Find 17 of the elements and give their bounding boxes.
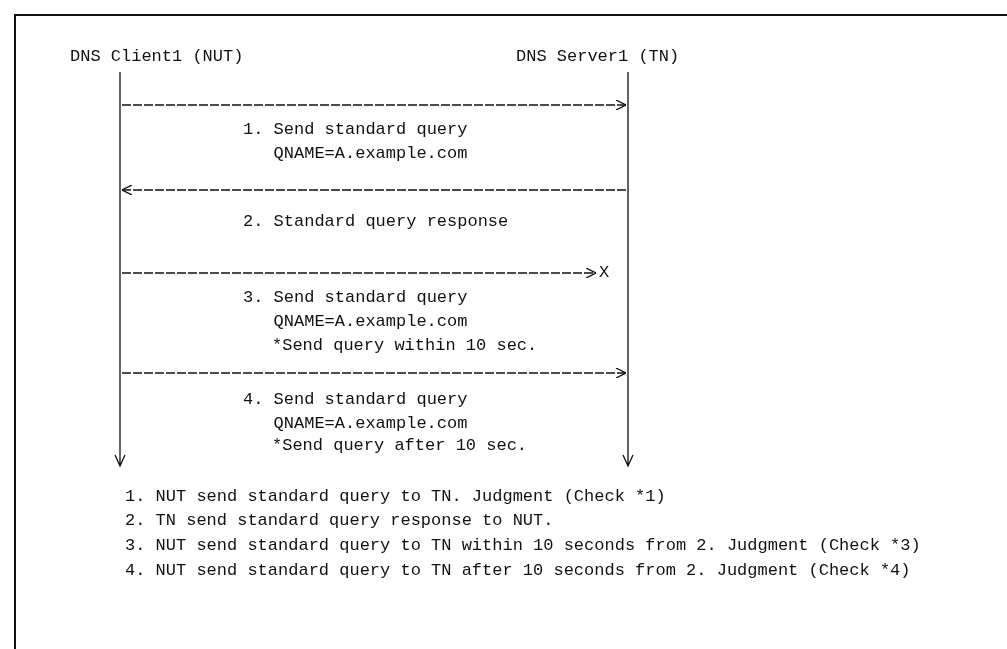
- step-description: 1. NUT send standard query to TN. Judgment (Check *1): [125, 486, 666, 508]
- participant-label: DNS Client1 (NUT): [70, 46, 244, 68]
- message-arrow: [121, 267, 597, 279]
- participant-label: DNS Server1 (TN): [516, 46, 680, 68]
- timing-note: *Send query within 10 sec.: [272, 335, 538, 357]
- message-arrow: [121, 99, 627, 111]
- message-arrow: [121, 184, 627, 196]
- message-label: 3. Send standard query QNAME=A.example.com: [243, 287, 469, 333]
- step-description: 3. NUT send standard query to TN within 10 seconds from 2. Judgment (Check *3): [125, 535, 921, 557]
- step-description: 2. TN send standard query response to NUT.: [125, 510, 554, 532]
- message-arrow: [121, 367, 627, 379]
- lost-message-mark: X: [599, 261, 610, 285]
- step-description: 4. NUT send standard query to TN after 10 seconds from 2. Judgment (Check *4): [125, 560, 911, 582]
- message-label: 2. Standard query response: [243, 211, 510, 233]
- message-label: 1. Send standard query QNAME=A.example.com: [243, 119, 469, 165]
- message-label: 4. Send standard query QNAME=A.example.com: [243, 389, 469, 435]
- timing-note: *Send query after 10 sec.: [272, 435, 528, 457]
